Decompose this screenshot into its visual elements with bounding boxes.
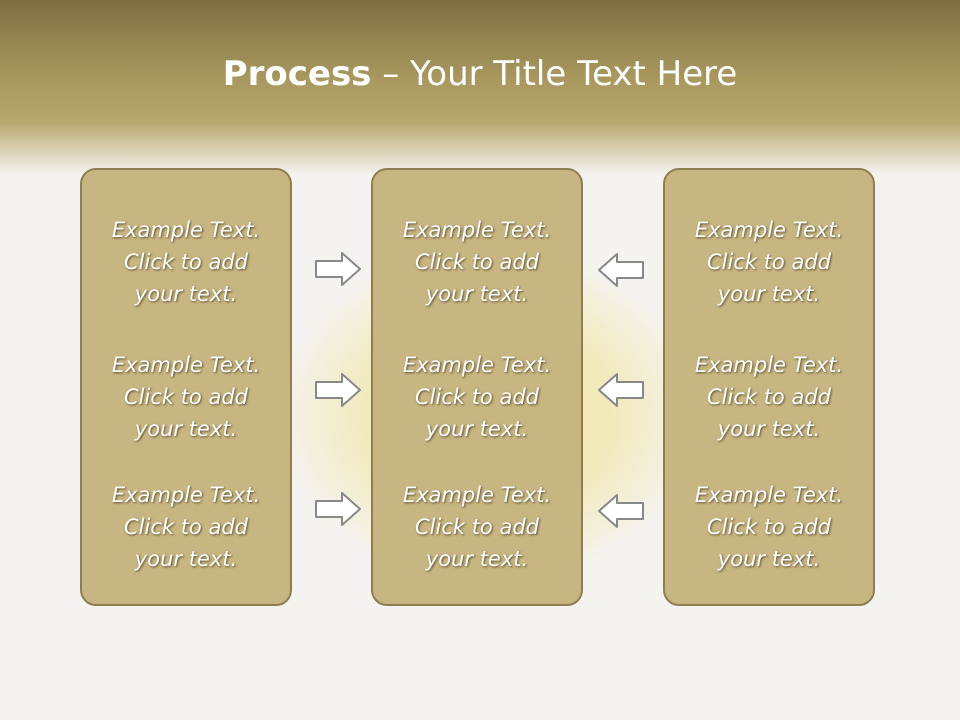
right-arrow-icon[interactable] (314, 251, 362, 287)
text-line: Example Text. (694, 218, 844, 242)
text-block[interactable]: Example Text. Click to add your text. (665, 349, 873, 445)
text-line: Click to add (706, 250, 831, 274)
text-line: your text. (717, 547, 821, 571)
text-line: your text. (134, 547, 238, 571)
text-line: Click to add (123, 515, 248, 539)
text-line: Example Text. (694, 483, 844, 507)
text-line: Example Text. (111, 353, 261, 377)
text-line: your text. (134, 417, 238, 441)
text-line: Example Text. (694, 353, 844, 377)
text-line: your text. (717, 417, 821, 441)
text-line: your text. (425, 282, 529, 306)
text-block[interactable]: Example Text. Click to add your text. (665, 479, 873, 575)
text-block[interactable]: Example Text. Click to add your text. (82, 349, 290, 445)
text-line: Example Text. (111, 483, 261, 507)
text-line: Click to add (414, 250, 539, 274)
text-block[interactable]: Example Text. Click to add your text. (82, 479, 290, 575)
left-process-box[interactable]: Example Text. Click to add your text. Ex… (80, 168, 292, 606)
title-bold: Process (222, 54, 372, 94)
text-line: Example Text. (111, 218, 261, 242)
text-line: Example Text. (402, 483, 552, 507)
left-arrow-icon[interactable] (597, 252, 645, 288)
text-line: your text. (134, 282, 238, 306)
text-line: your text. (425, 547, 529, 571)
text-line: Example Text. (402, 353, 552, 377)
text-line: Example Text. (402, 218, 552, 242)
center-process-box[interactable]: Example Text. Click to add your text. Ex… (371, 168, 583, 606)
text-line: your text. (425, 417, 529, 441)
left-arrow-icon[interactable] (597, 372, 645, 408)
text-block[interactable]: Example Text. Click to add your text. (665, 214, 873, 310)
text-line: Click to add (123, 250, 248, 274)
right-process-box[interactable]: Example Text. Click to add your text. Ex… (663, 168, 875, 606)
text-line: Click to add (123, 385, 248, 409)
text-block[interactable]: Example Text. Click to add your text. (373, 214, 581, 310)
text-line: Click to add (706, 515, 831, 539)
right-arrow-icon[interactable] (314, 372, 362, 408)
right-arrow-icon[interactable] (314, 491, 362, 527)
text-block[interactable]: Example Text. Click to add your text. (373, 349, 581, 445)
text-line: Click to add (414, 515, 539, 539)
text-block[interactable]: Example Text. Click to add your text. (373, 479, 581, 575)
header-band (0, 0, 960, 175)
text-line: Click to add (414, 385, 539, 409)
text-line: your text. (717, 282, 821, 306)
text-block[interactable]: Example Text. Click to add your text. (82, 214, 290, 310)
slide-title[interactable]: Process – Your Title Text Here (0, 52, 960, 96)
text-line: Click to add (706, 385, 831, 409)
left-arrow-icon[interactable] (597, 493, 645, 529)
title-rest: – Your Title Text Here (371, 54, 738, 94)
